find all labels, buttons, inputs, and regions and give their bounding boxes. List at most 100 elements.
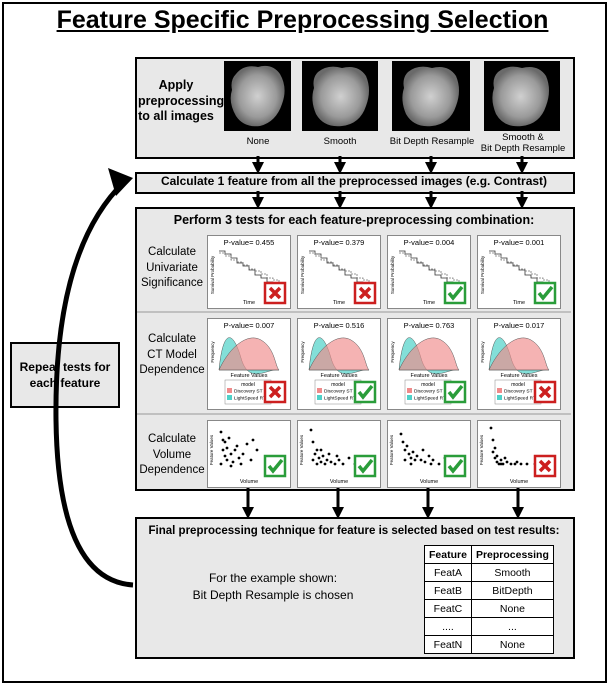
axis-label: Feature Values [479, 434, 484, 465]
result-table: Feature Preprocessing FeatA Smooth FeatB… [424, 545, 554, 654]
legend-item: Discovery ST [234, 389, 263, 395]
repeat-line: each feature [29, 376, 101, 390]
calc-feature-text: Calculate 1 feature from all the preproc… [160, 174, 548, 188]
scatter-point [407, 452, 411, 456]
table-header: Feature [424, 545, 472, 564]
scatter-point [405, 444, 409, 448]
scatter-point [409, 462, 413, 466]
scatter-point [223, 440, 227, 444]
scatter-point [513, 462, 517, 466]
scatter-point [429, 462, 433, 466]
pvalue-label: P-value= 0.379 [313, 238, 365, 247]
legend-swatch [407, 388, 412, 393]
legend-swatch [227, 388, 232, 393]
density-area [398, 337, 460, 371]
scatter-point [403, 448, 407, 452]
image-label-line: Bit Depth Resample [480, 143, 566, 155]
row-label-line: Calculate [148, 333, 196, 345]
scatter-point [431, 458, 435, 462]
scatter-point [495, 454, 499, 458]
image-label-smooth-bitdepth: Smooth & Bit Depth Resample [474, 132, 572, 155]
table-header: Preprocessing [470, 545, 554, 564]
scatter-point [495, 460, 499, 464]
row-label-univariate: Calculate Univariate Significance [138, 245, 206, 292]
scatter-point [317, 456, 321, 460]
scatter-point [401, 440, 405, 444]
pvalue-label: P-value= 0.007 [223, 321, 275, 330]
scatter-point [491, 438, 495, 442]
pvalue-label: P-value= 0.017 [493, 321, 545, 330]
table-cell: None [470, 635, 554, 654]
scatter-point [255, 448, 259, 452]
axis-label: Feature Values [501, 373, 538, 379]
table-header-row: Feature Preprocessing [424, 545, 554, 564]
image-label-bitdepth: Bit Depth Resample [384, 136, 480, 147]
table-cell: BitDepth [470, 581, 554, 600]
axis-label: Frequency [480, 341, 485, 363]
scatter-point [333, 462, 337, 466]
scatter-point [505, 460, 509, 464]
image-label-line: Smooth & [502, 132, 544, 143]
scatter-point [313, 452, 317, 456]
legend-swatch [407, 395, 412, 400]
image-label-line: Bit Depth Resample [389, 136, 475, 147]
page-title: Feature Specific Preprocessing Selection [56, 6, 549, 34]
cross-icon [538, 385, 552, 399]
scatter-point [311, 440, 315, 444]
legend-title: model [241, 382, 255, 388]
axis-label: Survival Probability [300, 255, 305, 294]
down-arrows [242, 156, 528, 519]
legend-swatch [317, 388, 322, 393]
axis-label: Volume [330, 479, 348, 485]
scatter-point [509, 462, 513, 466]
calc-feature-bar [135, 172, 575, 194]
axis-label: Feature Values [389, 434, 394, 465]
table-row: FeatB BitDepth [424, 581, 554, 600]
scatter-point [249, 458, 253, 462]
pvalue-label: P-value= 0.001 [493, 238, 545, 247]
legend-swatch [497, 395, 502, 400]
scatter-point [491, 450, 495, 454]
scatter-plot [477, 420, 561, 488]
survival-plot: P-value= 0.455 [207, 235, 291, 309]
scatter-point [237, 456, 241, 460]
scatter-point [225, 458, 229, 462]
tests-title: Perform 3 tests for each feature-preproc… [173, 213, 535, 227]
example-line: Bit Depth Resample is chosen [192, 588, 354, 603]
scatter-point [419, 458, 423, 462]
scatter-point [525, 462, 529, 466]
scatter-point [309, 428, 313, 432]
legend-item: LightSpeed RT R [414, 396, 451, 402]
check-icon [447, 384, 464, 400]
scatter-point [221, 438, 225, 442]
axis-label: Time [243, 300, 255, 306]
legend-box [494, 379, 542, 405]
cross-icon [538, 459, 552, 473]
axis-label: Time [333, 300, 345, 306]
scatter-point [319, 460, 323, 464]
scatter-point [493, 446, 497, 450]
scatter-point [421, 448, 425, 452]
scatter-point [499, 458, 503, 462]
legend-swatch [227, 395, 232, 400]
scatter-point [335, 454, 339, 458]
scatter-point [493, 456, 497, 460]
axis-label: Survival Probability [390, 255, 395, 294]
scatter-point [337, 458, 341, 462]
survival-curve [489, 252, 556, 287]
axis-label: Feature Values [411, 373, 448, 379]
scatter-point [399, 432, 403, 436]
row-label-line: Calculate [148, 433, 196, 445]
density-area [488, 337, 550, 371]
survival-curve [399, 252, 466, 287]
scatter-point [409, 456, 413, 460]
scatter-point [245, 442, 249, 446]
pvalue-label: P-value= 0.516 [313, 321, 365, 330]
axis-label: Frequency [390, 341, 395, 363]
axis-label: Frequency [210, 341, 215, 363]
scatter-point [427, 454, 431, 458]
legend-swatch [497, 388, 502, 393]
table-row: FeatA Smooth [424, 563, 554, 582]
